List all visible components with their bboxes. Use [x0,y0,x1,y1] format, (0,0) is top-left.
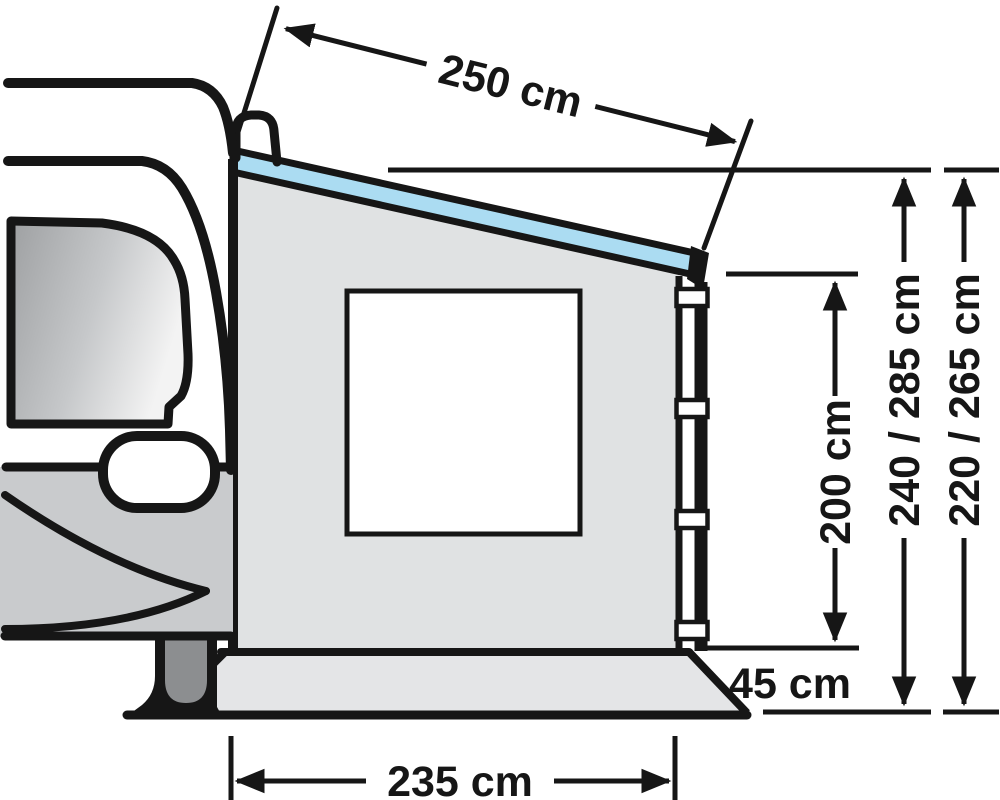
dim-base-width: 235 cm [228,736,678,800]
van-cab [0,78,238,641]
dim-rail-height-gap [876,262,932,538]
dim-leg-height-label: 220 / 265 cm [941,273,989,526]
ground-flap [122,648,752,720]
dim-skirt-height-label: 45 cm [729,660,851,708]
dim-side-wall-height-gap [807,396,863,548]
pole-connector-4 [674,619,710,642]
van-mirror [98,431,220,513]
awning-window [344,288,583,537]
dim-base-width-gap [366,754,554,800]
roof-mount-bracket [231,110,282,167]
ext-line-roof-right [701,118,754,251]
dim-rail-height-label: 240 / 285 cm [881,273,929,526]
pole-connector-2 [674,397,710,420]
dim-awning-depth-gap [419,37,602,133]
dim-rail-height: 240 / 285 cm [876,176,932,707]
dim-leg-height-gap [936,262,992,538]
van-roof-line [3,78,238,158]
ground-flap-right-slant [686,649,750,716]
dim-base-width-label: 235 cm [387,758,533,800]
ground-flap-panel [150,652,746,714]
van-door-window [6,216,193,429]
roof-rail-end-cap [687,246,709,289]
front-support-pole [674,282,710,651]
reference-lines [235,5,999,715]
dim-side-wall-height: 200 cm [807,280,863,643]
body-crease-upper [1,491,210,595]
pole-connector-3 [674,508,710,531]
body-crease-lower [1,587,210,633]
pole-connector-1 [674,286,710,309]
ext-line-roof-left [235,5,280,135]
dim-leg-height: 220 / 265 cm [936,176,992,707]
dim-side-wall-height-label: 200 cm [812,399,860,545]
dim-awning-depth: 250 cm [283,23,738,147]
awning-side-wall [228,110,709,652]
van-windscreen-pillar [3,156,236,475]
